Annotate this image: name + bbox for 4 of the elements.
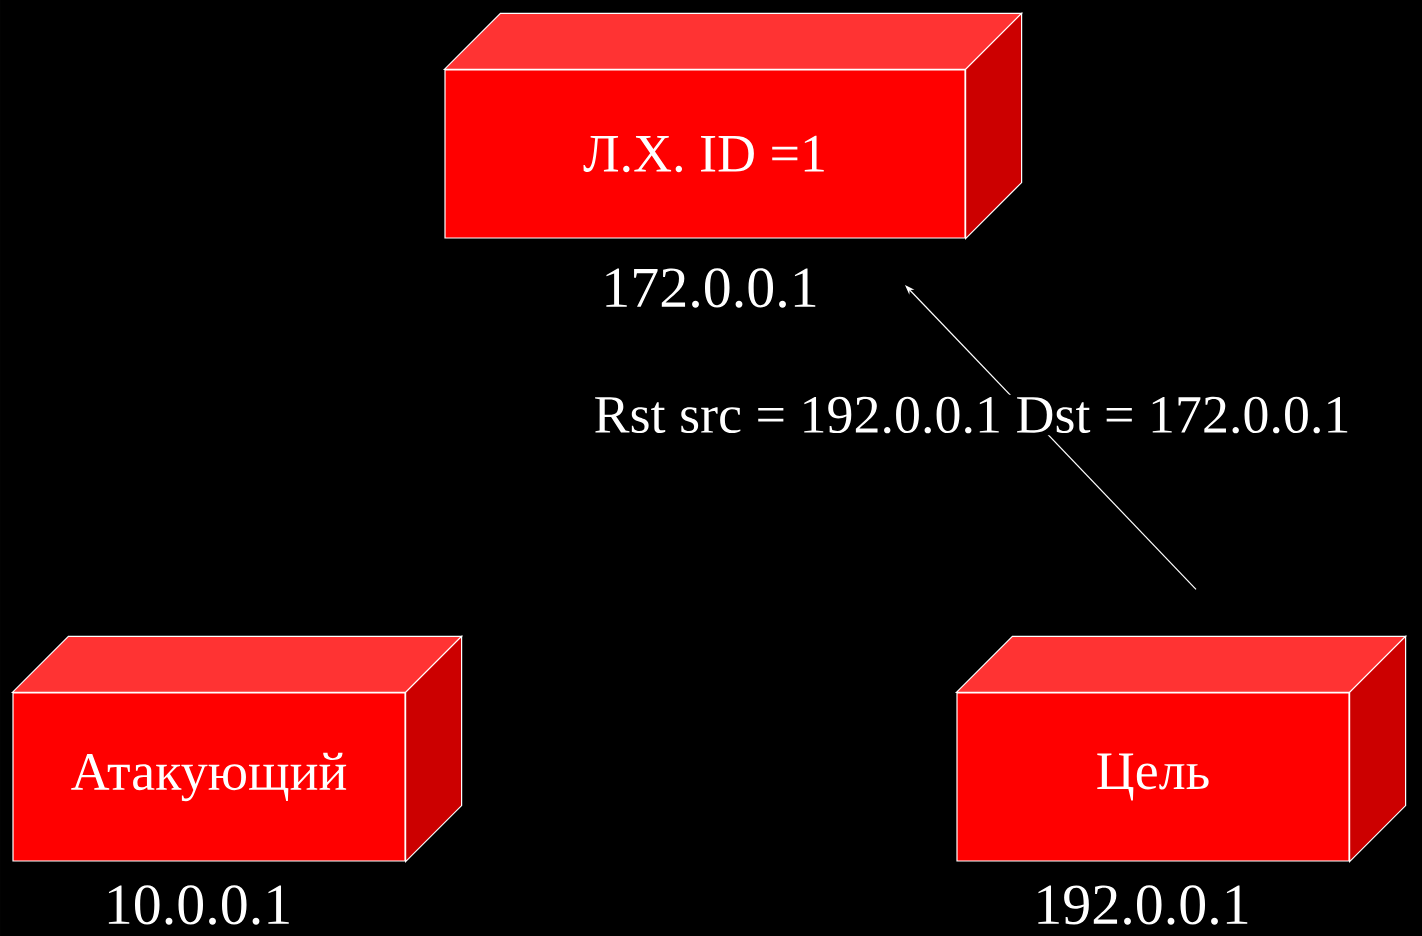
edge-label: Rst src = 192.0.0.1 Dst = 172.0.0.1 bbox=[591, 394, 1353, 436]
address-label: 192.0.0.1 bbox=[1038, 885, 1248, 925]
address-label: 172.0.0.1 bbox=[606, 268, 816, 308]
address-label: 10.0.0.1 bbox=[108, 885, 289, 925]
